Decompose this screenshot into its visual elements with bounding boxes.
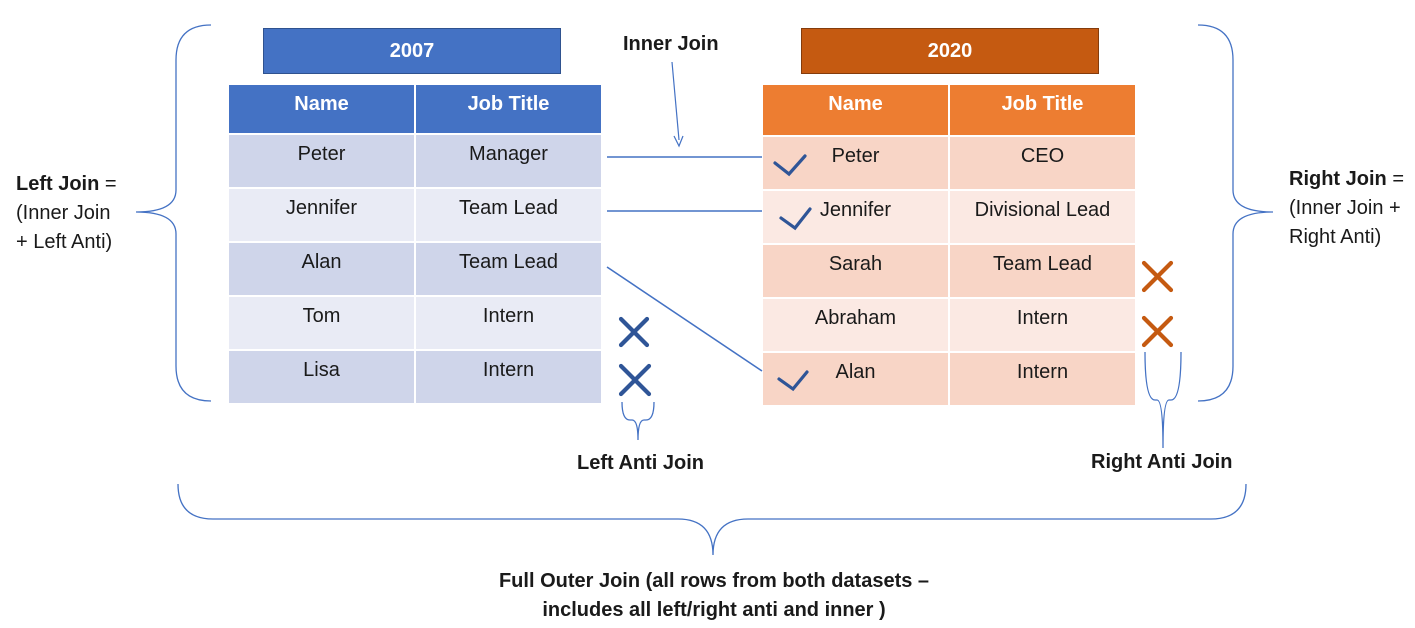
connector-alan	[606, 266, 763, 372]
inner-join-label: Inner Join	[623, 33, 719, 55]
left-table-row: Alan Team Lead	[229, 243, 601, 295]
right-table-header: Name Job Title	[763, 85, 1135, 135]
full-outer-join-label: Full Outer Join (all rows from both data…	[380, 567, 1048, 625]
right-anti-brace	[1144, 351, 1182, 449]
right-join-equals: =	[1386, 168, 1405, 190]
left-anti-brace	[621, 401, 655, 441]
check-icon	[777, 370, 809, 392]
left-join-title: Left Join =	[16, 170, 136, 199]
right-join-line3: Right Anti)	[1289, 226, 1382, 248]
right-table-row: Abraham Intern	[763, 299, 1135, 351]
arrowhead-icon	[673, 135, 684, 148]
left-join-brace	[135, 24, 212, 402]
right-table-row: Alan Intern	[763, 353, 1135, 405]
full-outer-line1: Full Outer Join (all rows from both data…	[498, 570, 930, 592]
full-outer-brace	[177, 483, 1247, 556]
left-table-row: Tom Intern	[229, 297, 601, 349]
left-cell-job: Team Lead	[416, 243, 601, 295]
right-table-row: Jennifer Divisional Lead	[763, 191, 1135, 243]
right-join-label: Right Join = (Inner Join + Right Anti)	[1289, 165, 1414, 252]
right-table-row: Peter CEO	[763, 137, 1135, 189]
left-table-row: Lisa Intern	[229, 351, 601, 403]
left-table: Name Job Title Peter Manager Jennifer Te…	[227, 83, 603, 405]
left-join-label: Left Join = (Inner Join + Left Anti)	[16, 170, 136, 257]
left-dataset-title: 2007	[263, 28, 561, 74]
cross-icon	[618, 363, 652, 397]
right-dataset-title: 2020	[801, 28, 1099, 74]
right-cell-name: Jennifer	[763, 191, 948, 243]
right-cell-name: Alan	[763, 353, 948, 405]
left-cell-name: Tom	[229, 297, 414, 349]
right-cell-name: Peter	[763, 137, 948, 189]
left-cell-name: Peter	[229, 135, 414, 187]
cross-icon	[618, 316, 650, 348]
left-table-row: Jennifer Team Lead	[229, 189, 601, 241]
left-join-equals: =	[99, 173, 117, 195]
left-cell-job: Manager	[416, 135, 601, 187]
right-join-title: Right Join =	[1289, 165, 1414, 194]
inner-join-pointer	[671, 61, 680, 141]
left-cell-job: Team Lead	[416, 189, 601, 241]
right-cell-job: Divisional Lead	[950, 191, 1135, 243]
right-cell-job: CEO	[950, 137, 1135, 189]
cross-icon	[1141, 260, 1174, 293]
left-join-title-text: Left Join	[16, 173, 100, 195]
left-table-header: Name Job Title	[229, 85, 601, 133]
left-cell-name: Jennifer	[229, 189, 414, 241]
right-join-title-text: Right Join	[1289, 168, 1387, 190]
right-table-row: Sarah Team Lead	[763, 245, 1135, 297]
right-header-name: Name	[763, 85, 948, 135]
left-cell-name: Lisa	[229, 351, 414, 403]
right-cell-job: Team Lead	[950, 245, 1135, 297]
left-join-line2: (Inner Join	[16, 202, 111, 224]
left-cell-job: Intern	[416, 297, 601, 349]
left-table-row: Peter Manager	[229, 135, 601, 187]
left-anti-join-label: Left Anti Join	[577, 452, 705, 474]
right-cell-job: Intern	[950, 353, 1135, 405]
full-outer-line2: includes all left/right anti and inner )	[542, 599, 886, 621]
check-icon	[773, 154, 807, 177]
right-cell-name: Abraham	[763, 299, 948, 351]
left-cell-name: Alan	[229, 243, 414, 295]
right-anti-join-label: Right Anti Join	[1091, 451, 1233, 473]
right-cell-name: Sarah	[763, 245, 948, 297]
left-join-line3: + Left Anti)	[16, 231, 113, 253]
check-icon	[779, 207, 812, 231]
right-cell-job: Intern	[950, 299, 1135, 351]
right-join-brace	[1197, 24, 1274, 402]
cross-icon	[1141, 315, 1174, 348]
left-header-name: Name	[229, 85, 414, 133]
left-header-job-title: Job Title	[416, 85, 601, 133]
right-header-job-title: Job Title	[950, 85, 1135, 135]
right-table: Name Job Title Peter CEO Jennifer Divisi…	[761, 83, 1137, 407]
right-join-line2: (Inner Join +	[1289, 197, 1401, 219]
left-cell-job: Intern	[416, 351, 601, 403]
